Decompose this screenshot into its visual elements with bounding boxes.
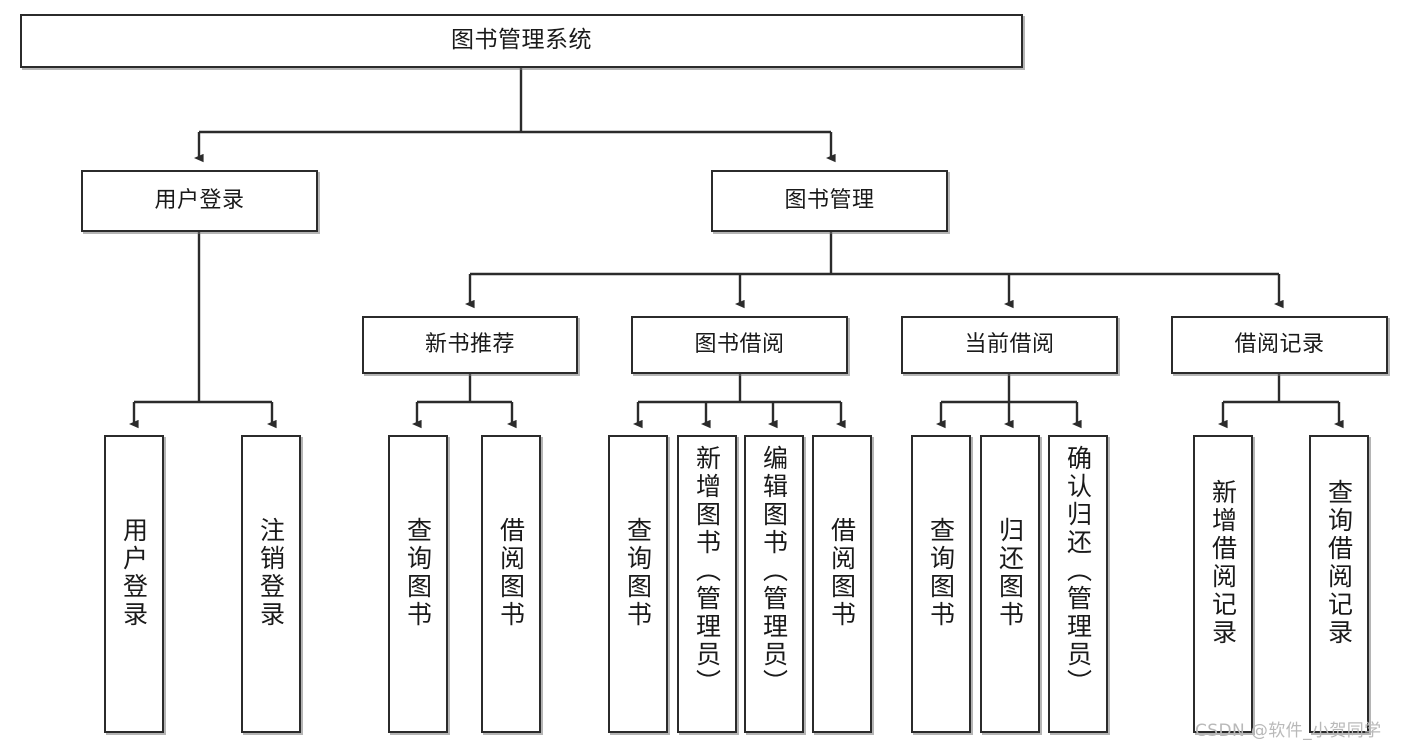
node-label: 注销登录 (256, 517, 286, 629)
node-label: 查询借阅记录 (1324, 479, 1354, 647)
leaf-user-login-logout[interactable]: 注销登录 (241, 435, 301, 733)
node-label: 新书推荐 (424, 332, 515, 358)
leaf-book-borrow-edit[interactable]: 编辑图书（管理员） (744, 435, 804, 733)
node-label: 新增图书（管理员） (692, 445, 722, 697)
node-root-book-management-system[interactable]: 图书管理系统 (20, 14, 1023, 68)
node-label: 用户登录 (119, 517, 149, 629)
csdn-watermark: CSDN @软件_小贺同学 (1195, 721, 1382, 741)
node-new-book-recommend[interactable]: 新书推荐 (362, 316, 578, 374)
node-label: 图书管理系统 (451, 27, 592, 54)
node-label: 归还图书 (995, 517, 1025, 629)
node-label: 编辑图书（管理员） (759, 445, 789, 697)
node-book-borrow[interactable]: 图书借阅 (631, 316, 848, 374)
leaf-new-book-borrow[interactable]: 借阅图书 (481, 435, 541, 733)
node-label: 借阅图书 (827, 517, 857, 629)
node-borrow-record[interactable]: 借阅记录 (1171, 316, 1388, 374)
leaf-book-borrow-add[interactable]: 新增图书（管理员） (677, 435, 737, 733)
node-label: 借阅记录 (1234, 332, 1325, 358)
leaf-borrow-record-add[interactable]: 新增借阅记录 (1193, 435, 1253, 733)
node-label: 查询图书 (403, 517, 433, 629)
node-book-management[interactable]: 图书管理 (711, 170, 948, 232)
node-label: 借阅图书 (496, 517, 526, 629)
leaf-current-borrow-return[interactable]: 归还图书 (980, 435, 1040, 733)
node-label: 图书管理 (784, 188, 875, 214)
node-user-login[interactable]: 用户登录 (81, 170, 318, 232)
node-label: 用户登录 (154, 188, 245, 214)
node-label: 新增借阅记录 (1208, 479, 1238, 647)
node-label: 查询图书 (623, 517, 653, 629)
node-label: 查询图书 (926, 517, 956, 629)
leaf-new-book-query[interactable]: 查询图书 (388, 435, 448, 733)
leaf-user-login-login[interactable]: 用户登录 (104, 435, 164, 733)
node-label: 图书借阅 (694, 332, 785, 358)
leaf-borrow-record-query[interactable]: 查询借阅记录 (1309, 435, 1369, 733)
leaf-book-borrow-borrow[interactable]: 借阅图书 (812, 435, 872, 733)
leaf-current-borrow-confirm-return[interactable]: 确认归还（管理员） (1048, 435, 1108, 733)
leaf-current-borrow-query[interactable]: 查询图书 (911, 435, 971, 733)
node-label: 确认归还（管理员） (1063, 445, 1093, 697)
leaf-book-borrow-query[interactable]: 查询图书 (608, 435, 668, 733)
node-current-borrow[interactable]: 当前借阅 (901, 316, 1118, 374)
node-label: 当前借阅 (964, 332, 1055, 358)
